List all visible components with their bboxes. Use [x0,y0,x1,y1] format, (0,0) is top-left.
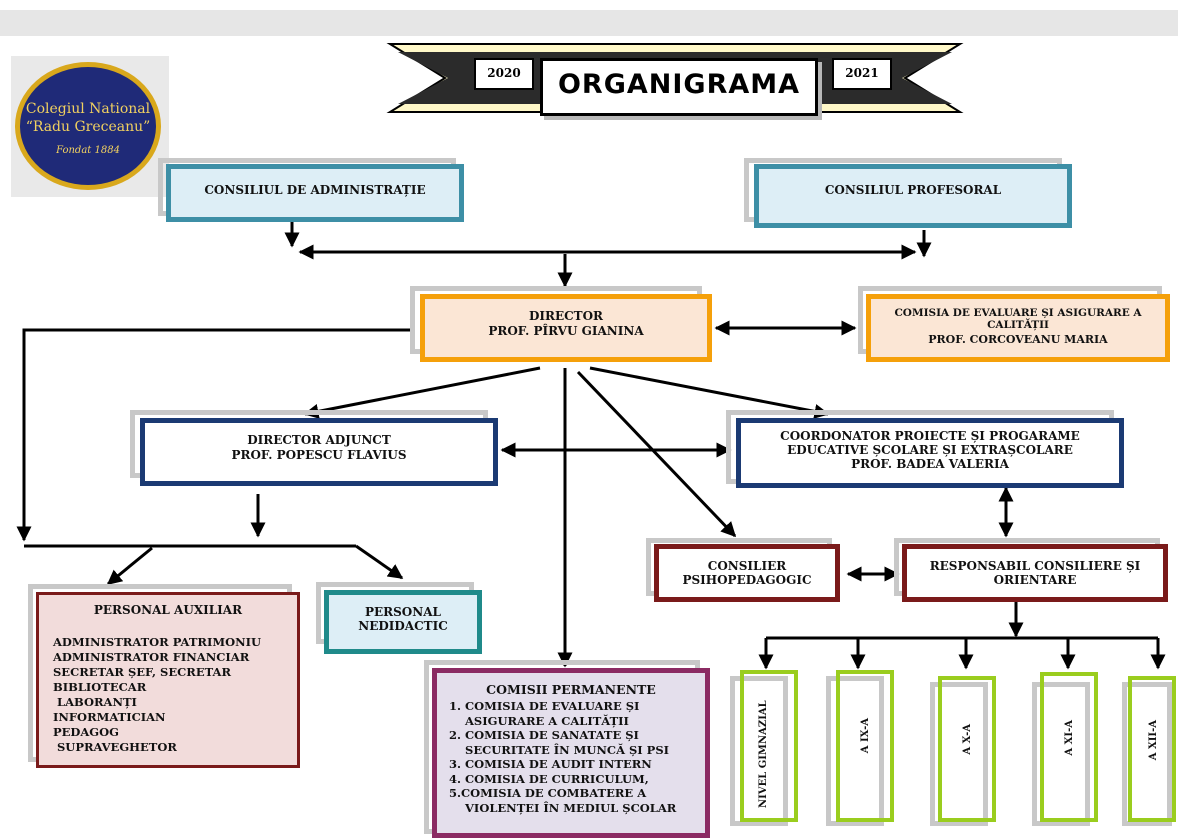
director-title: DIRECTOR [528,309,604,323]
year-right: 2021 [832,58,892,90]
page-title: ORGANIGRAMA [540,58,818,116]
director-name: PROF. PÎRVU GIANINA [488,324,644,338]
node-personal-nedidactic: PERSONAL NEDIDACTIC [324,590,482,654]
level-label: A XII-A [1148,720,1159,761]
node-personal-auxiliar: PERSONAL AUXILIAR ADMINISTRATOR PATRIMON… [36,592,300,768]
nedidactic-line2: NEDIDACTIC [358,619,448,633]
node-nivel-gimnazial: NIVEL GIMNAZIAL [740,670,798,822]
school-logo: Colegiul National “Radu Greceanu” Fondat… [11,56,169,197]
logo-text-line2: “Radu Greceanu” [25,119,151,135]
list-item: SUPRAVEGHETOR [53,740,177,754]
level-label: A XI-A [1064,720,1075,756]
coord-line2: EDUCATIVE ȘCOLARE ȘI EXTRAȘCOLARE [787,443,1073,457]
aux-title: PERSONAL AUXILIAR [93,603,243,617]
level-label: A X-A [962,724,973,755]
list-item: 1. COMISIA DE EVALUARE ȘI [449,699,640,713]
node-label: CONSILIUL PROFESORAL [824,183,1002,197]
shadow [730,676,788,826]
list-item: VIOLENȚEI ÎN MEDIUL ȘCOLAR [449,800,677,815]
node-clasa-xi: A XI-A [1040,672,1098,822]
coord-name: PROF. BADEA VALERIA [851,457,1009,471]
logo-text-line1: Colegiul National [25,101,151,117]
consilier-line2: PSIHOPEDAGOGIC [682,573,812,587]
shadow [930,682,988,826]
list-item: SECURITATE ÎN MUNCĂ ȘI PSI [449,742,670,757]
top-bar [0,10,1178,36]
node-clasa-ix: A IX-A [836,670,894,822]
node-coordonator: COORDONATOR PROIECTE ȘI PROGARAME EDUCAT… [736,418,1124,488]
comisii-list: 1. COMISIA DE EVALUARE ȘI ASIGURARE A CA… [449,699,676,815]
list-item: 3. COMISIA DE AUDIT INTERN [449,757,652,771]
adjunct-name: PROF. POPESCU FLAVIUS [231,448,407,462]
node-clasa-x: A X-A [938,676,996,822]
ceac-name: PROF. CORCOVEANU MARIA [928,333,1108,346]
nedidactic-line1: PERSONAL [365,605,441,619]
node-consiliul-administratie: CONSILIUL DE ADMINISTRAȚIE [166,164,464,222]
list-item: ADMINISTRATOR FINANCIAR [53,650,250,664]
shadow [1122,682,1172,826]
logo-seal: Colegiul National “Radu Greceanu” Fondat… [15,62,161,190]
list-item: 4. COMISIA DE CURRICULUM, [449,771,649,786]
node-director-adjunct: DIRECTOR ADJUNCT PROF. POPESCU FLAVIUS [140,418,498,486]
node-clasa-xii: A XII-A [1128,676,1176,822]
list-item: ADMINISTRATOR PATRIMONIU [53,635,262,649]
comisii-title: COMISII PERMANENTE [486,682,656,697]
ceac-title: COMISIA DE EVALUARE ȘI ASIGURARE A CALIT… [894,307,1142,331]
consilier-line1: CONSILIER [707,559,787,573]
node-consilier: CONSILIER PSIHOPEDAGOGIC [654,544,840,602]
level-label: NIVEL GIMNAZIAL [758,700,769,808]
node-ceac: COMISIA DE EVALUARE ȘI ASIGURARE A CALIT… [866,294,1170,362]
list-item: ASIGURARE A CALITĂȚII [449,713,629,728]
list-item: 2. COMISIA DE SANATATE ȘI [449,728,639,742]
adjunct-title: DIRECTOR ADJUNCT [247,433,391,447]
node-comisii-permanente: COMISII PERMANENTE 1. COMISIA DE EVALUAR… [432,668,710,838]
list-item: SECRETAR ȘEF, SECRETAR [53,665,231,679]
list-item: 5.COMISIA DE COMBATERE A [449,786,647,800]
node-label: CONSILIUL DE ADMINISTRAȚIE [204,183,426,197]
logo-text-line3: Fondat 1884 [56,145,120,156]
list-item: LABORANȚI [53,695,137,709]
node-consiliul-profesoral: CONSILIUL PROFESORAL [754,164,1072,228]
node-director: DIRECTOR PROF. PÎRVU GIANINA [420,294,712,362]
resp-line2: ORIENTARE [993,573,1077,587]
list-item: INFORMATICIAN [53,710,166,724]
resp-line1: RESPONSABIL CONSILIERE ȘI [929,559,1141,573]
year-left: 2020 [474,58,534,90]
node-responsabil: RESPONSABIL CONSILIERE ȘI ORIENTARE [902,544,1168,602]
list-item: PEDAGOG [53,725,119,739]
list-item: BIBLIOTECAR [53,680,147,694]
coord-line1: COORDONATOR PROIECTE ȘI PROGARAME [780,429,1080,443]
shadow [826,676,884,826]
level-label: A IX-A [860,718,871,754]
aux-list: ADMINISTRATOR PATRIMONIU ADMINISTRATOR F… [53,635,261,755]
shadow [1032,682,1090,826]
